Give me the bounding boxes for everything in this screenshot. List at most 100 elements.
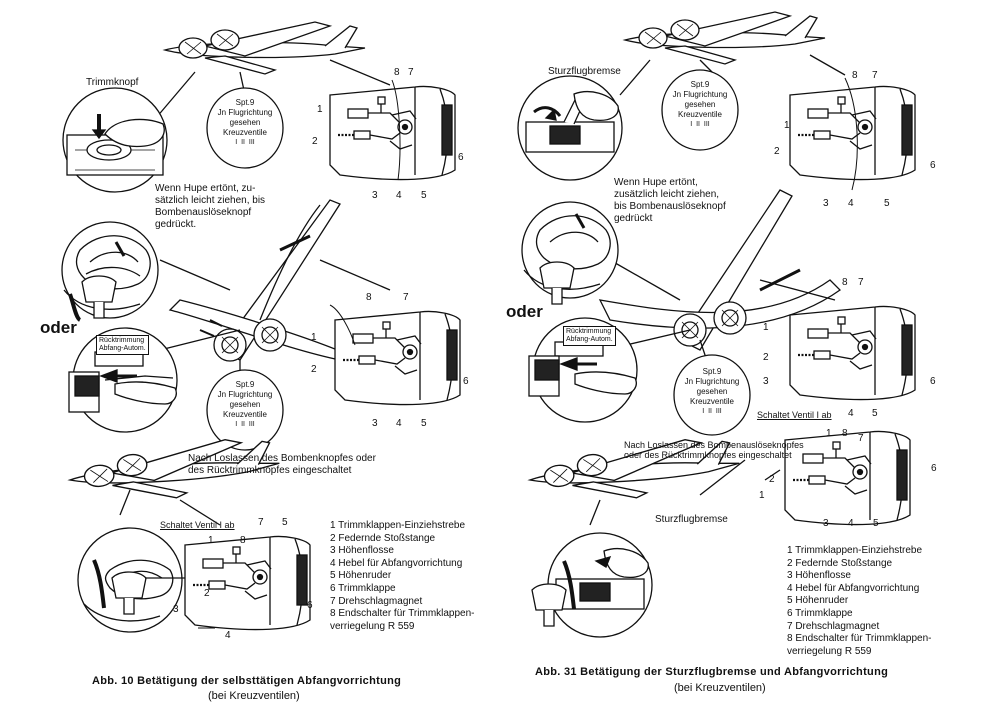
figure-caption-right: Abb. 31 Betätigung der Sturzflugbremse u… [535, 666, 889, 678]
callout-4: 4 [396, 190, 402, 201]
callout-2: 2 [312, 136, 318, 147]
callout-7: 7 [258, 517, 264, 528]
legend-right: 1 Trimmklappen-Einziehstrebe 2 Federnde … [787, 545, 932, 658]
callout-8: 8 [366, 292, 372, 303]
callout-7: 7 [858, 433, 864, 444]
legend-item: 3 Höhenflosse [787, 570, 851, 582]
callout-5: 5 [872, 408, 878, 419]
bubble-line: gesehen [684, 100, 716, 109]
callout-4: 4 [396, 418, 402, 429]
callout-1: 1 [826, 428, 832, 439]
bubble-line: Kreuzventile [222, 128, 268, 137]
legend-item: verriegelung R 559 [330, 620, 415, 632]
legend-item: 7 Drehschlagmagnet [330, 595, 423, 607]
legend-item: verriegelung R 559 [787, 645, 872, 657]
callout-6: 6 [463, 376, 469, 387]
valve-label: Schaltet Ventil I ab [757, 410, 832, 420]
dive-brake-label: Sturzflugbremse [548, 66, 621, 77]
callout-7: 7 [872, 70, 878, 81]
bubble-line: Kreuzventile [689, 397, 735, 406]
legend-item: 7 Drehschlagmagnet [787, 620, 880, 632]
bubble-title: Spt.9 [235, 98, 255, 107]
legend-item: 2 Federnde Stoßstange [787, 557, 893, 569]
figure-subcaption-right: (bei Kreuzventilen) [674, 682, 766, 694]
oder-label: oder [506, 302, 543, 321]
release-note: Nach Loslassen des Bombenauslöseknopfes … [624, 440, 804, 460]
trimm-knob-label: Trimmknopf [86, 77, 139, 88]
legend-left: 1 Trimmklappen-Einziehstrebe 2 Federnde … [330, 520, 475, 633]
legend-item: 8 Endschalter für Trimmklappen- [330, 608, 475, 620]
bubble-marks: I II III [702, 408, 722, 415]
callout-5: 5 [421, 418, 427, 429]
callout-8: 8 [394, 67, 400, 78]
legend-item: 5 Höhenruder [787, 595, 849, 607]
callout-7: 7 [858, 277, 864, 288]
figure-subcaption-left: (bei Kreuzventilen) [208, 690, 300, 702]
callout-4: 4 [848, 198, 854, 209]
legend-item: 8 Endschalter für Trimmklappen- [787, 633, 932, 645]
legend-item: 4 Hebel für Abfangvorrichtung [330, 557, 463, 569]
callout-1: 1 [317, 104, 323, 115]
bubble-marks: I II III [235, 421, 255, 428]
callout-1: 1 [784, 120, 790, 131]
bubble-marks: I II III [690, 121, 710, 128]
callout-3: 3 [823, 198, 829, 209]
callout-7: 7 [408, 67, 414, 78]
warning-text: Wenn Hupe ertönt, zusätzlich leicht zieh… [614, 177, 726, 224]
callout-2: 2 [311, 364, 317, 375]
bubble-line: Jn Flugrichtung [217, 108, 273, 117]
bubble-line: Kreuzventile [222, 410, 268, 419]
bubble-line: Jn Flugrichtung [672, 90, 728, 99]
legend-item: 6 Trimmklappe [330, 582, 396, 594]
legend-item: 1 Trimmklappen-Einziehstrebe [787, 545, 923, 556]
legend-item: 4 Hebel für Abfangvorrichtung [787, 582, 920, 594]
callout-2: 2 [763, 352, 769, 363]
bubble-title: Spt.9 [702, 367, 722, 376]
callout-8: 8 [240, 535, 246, 546]
bubble-line: gesehen [696, 387, 728, 396]
dive-brake-label-2: Sturzflugbremse [655, 514, 728, 525]
legend-item: 1 Trimmklappen-Einziehstrebe [330, 520, 466, 531]
release-note: Nach Loslassen des Bombenknopfes oder de… [188, 453, 376, 476]
callout-7: 7 [403, 292, 409, 303]
callout-6: 6 [931, 463, 937, 474]
bubble-line: Kreuzventile [677, 110, 723, 119]
legend-item: 2 Federnde Stoßstange [330, 532, 436, 544]
callout-3: 3 [372, 418, 378, 429]
callout-6: 6 [930, 376, 936, 387]
bubble-marks: I II III [235, 139, 255, 146]
callout-8: 8 [842, 428, 848, 439]
valve-bubble-top-left: Spt.9 Jn Flugrichtung gesehen Kreuzventi… [210, 98, 280, 148]
bubble-line: Jn Flugrichtung [217, 390, 273, 399]
callout-3: 3 [763, 376, 769, 387]
callout-1: 1 [763, 322, 769, 333]
callout-4: 4 [225, 630, 231, 641]
panel-label: Rücktrimmung Abfang-Autom. [563, 326, 616, 346]
bubble-title: Spt.9 [235, 380, 255, 389]
callout-2: 2 [769, 474, 775, 485]
bubble-title: Spt.9 [690, 80, 710, 89]
callout-2: 2 [204, 588, 210, 599]
valve-bubble-mid-right: Spt.9 Jn Flugrichtung gesehen Kreuzventi… [677, 367, 747, 417]
callout-1: 1 [759, 490, 765, 501]
callout-8: 8 [842, 277, 848, 288]
bubble-line: gesehen [229, 118, 261, 127]
callout-5: 5 [873, 518, 879, 529]
callout-1: 1 [311, 332, 317, 343]
bubble-line: gesehen [229, 400, 261, 409]
callout-6: 6 [930, 160, 936, 171]
legend-item: 3 Höhenflosse [330, 545, 394, 557]
callout-6: 6 [307, 600, 313, 611]
legend-item: 6 Trimmklappe [787, 607, 853, 619]
callout-4: 4 [848, 518, 854, 529]
bubble-line: Jn Flugrichtung [684, 377, 740, 386]
valve-bubble-top-right: Spt.9 Jn Flugrichtung gesehen Kreuzventi… [665, 80, 735, 130]
figure-caption-left: Abb. 10 Betätigung der selbsttätigen Abf… [92, 675, 402, 687]
callout-3: 3 [823, 518, 829, 529]
callout-1: 1 [208, 535, 214, 546]
callout-2: 2 [774, 146, 780, 157]
legend-item: 5 Höhenruder [330, 570, 392, 582]
warning-text: Wenn Hupe ertönt, zu- sätzlich leicht zi… [155, 183, 266, 230]
callout-5: 5 [884, 198, 890, 209]
